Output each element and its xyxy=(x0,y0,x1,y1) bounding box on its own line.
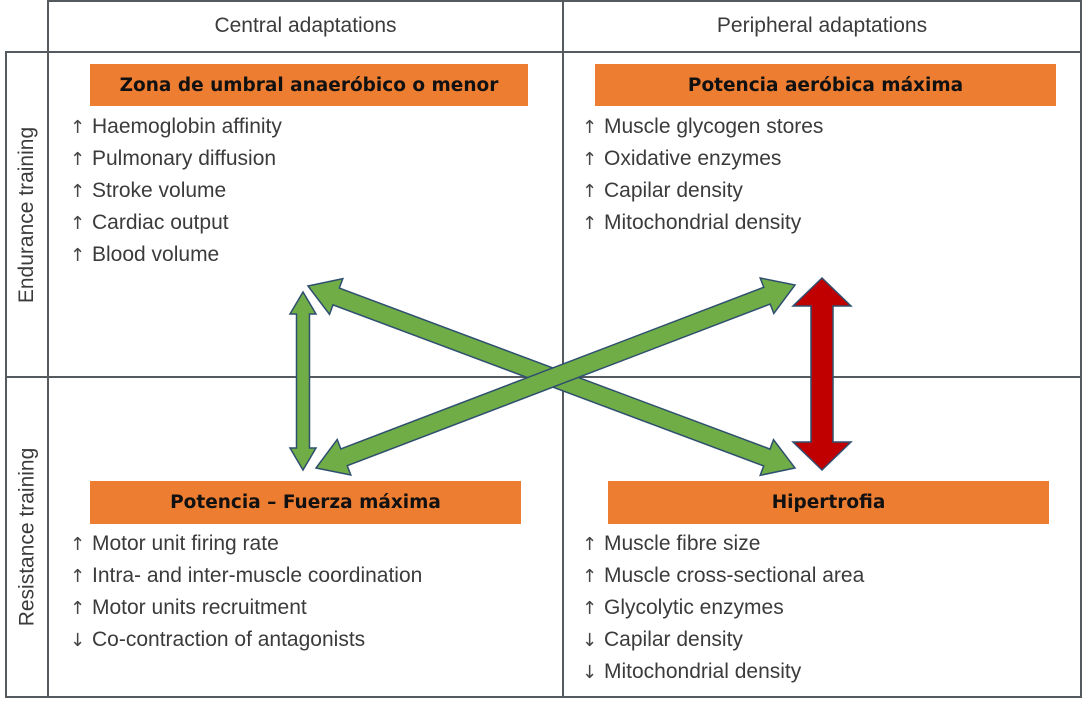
table-left-border xyxy=(5,51,7,698)
double-arrow-aerobic-power-hypertrophy xyxy=(791,276,853,472)
list-item: ↑Intra- and inter-muscle coordination xyxy=(70,560,422,592)
list-item: ↑Glycolytic enzymes xyxy=(582,592,864,624)
list-item: ↓Capilar density xyxy=(582,624,864,656)
list-item: ↑Muscle cross-sectional area xyxy=(582,560,864,592)
arrow-up-icon: ↑ xyxy=(70,598,86,619)
list-item: ↓Mitochondrial density xyxy=(582,656,864,688)
zone-max-power-strength: Potencia – Fuerza máxima xyxy=(90,481,521,524)
list-item: ↑Motor unit firing rate xyxy=(70,528,422,560)
header-left-border xyxy=(47,0,49,697)
arrow-down-icon: ↓ xyxy=(582,662,598,683)
zone-hypertrophy: Hipertrofia xyxy=(608,481,1049,524)
arrow-up-icon: ↑ xyxy=(582,534,598,555)
column-divider xyxy=(562,0,564,697)
list-item: ↑Stroke volume xyxy=(70,175,282,207)
header-top-border xyxy=(48,0,1082,2)
zone-max-aerobic-power: Potencia aeróbica máxima xyxy=(595,64,1056,106)
list-resistance-peripheral: ↑Muscle fibre size ↑Muscle cross-section… xyxy=(582,528,864,688)
arrow-up-icon: ↑ xyxy=(582,117,598,138)
list-item: ↑Blood volume xyxy=(70,239,282,271)
arrow-down-icon: ↓ xyxy=(70,630,86,651)
list-resistance-central: ↑Motor unit firing rate ↑Intra- and inte… xyxy=(70,528,422,656)
column-header-peripheral: Peripheral adaptations xyxy=(716,14,928,37)
double-arrow-strength-to-aerobic-power xyxy=(314,276,797,477)
zone-anaerobic-threshold: Zona de umbral anaeróbico o menor xyxy=(90,64,528,106)
list-item: ↑Muscle fibre size xyxy=(582,528,864,560)
arrow-up-icon: ↑ xyxy=(70,213,86,234)
arrow-up-icon: ↑ xyxy=(582,149,598,170)
list-item: ↑Oxidative enzymes xyxy=(582,143,823,175)
list-item: ↑Cardiac output xyxy=(70,207,282,239)
arrow-up-icon: ↑ xyxy=(70,117,86,138)
arrow-up-icon: ↑ xyxy=(582,213,598,234)
arrow-up-icon: ↑ xyxy=(70,181,86,202)
list-item: ↑Motor units recruitment xyxy=(70,592,422,624)
list-item: ↑Pulmonary diffusion xyxy=(70,143,282,175)
arrow-up-icon: ↑ xyxy=(70,534,86,555)
arrow-up-icon: ↑ xyxy=(70,149,86,170)
double-arrow-central-endurance-resistance xyxy=(288,290,318,472)
arrow-down-icon: ↓ xyxy=(582,630,598,651)
arrow-up-icon: ↑ xyxy=(70,566,86,587)
list-item: ↑Haemoglobin affinity xyxy=(70,111,282,143)
list-item: ↓Co-contraction of antagonists xyxy=(70,624,422,656)
arrow-up-icon: ↑ xyxy=(70,245,86,266)
table-right-border xyxy=(1080,0,1082,698)
arrow-up-icon: ↑ xyxy=(582,598,598,619)
arrow-up-icon: ↑ xyxy=(582,566,598,587)
table-top-border xyxy=(5,51,1082,53)
arrow-up-icon: ↑ xyxy=(582,181,598,202)
column-header-central: Central adaptations xyxy=(214,14,397,37)
list-item: ↑Muscle glycogen stores xyxy=(582,111,823,143)
table-bottom-border xyxy=(5,696,1082,698)
list-item: ↑Capilar density xyxy=(582,175,823,207)
list-endurance-central: ↑Haemoglobin affinity ↑Pulmonary diffusi… xyxy=(70,111,282,271)
list-item: ↑Mitochondrial density xyxy=(582,207,823,239)
list-endurance-peripheral: ↑Muscle glycogen stores ↑Oxidative enzym… xyxy=(582,111,823,239)
